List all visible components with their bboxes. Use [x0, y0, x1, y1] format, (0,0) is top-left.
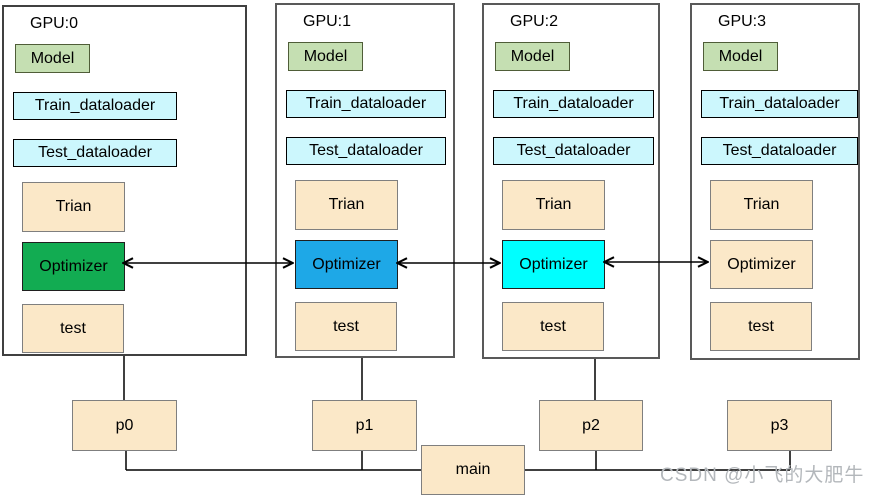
gpu2-title: GPU:2	[510, 13, 559, 30]
gpu3-test-box: test	[710, 302, 812, 351]
gpu1-train-dataloader-box: Train_dataloader	[286, 90, 446, 118]
process-p2-box: p2	[539, 400, 643, 451]
gpu2-train-dataloader-box: Train_dataloader	[493, 90, 654, 118]
gpu3-optimizer-box: Optimizer	[710, 240, 813, 289]
process-p1-box: p1	[312, 400, 417, 451]
gpu3-test-dataloader-box: Test_dataloader	[701, 137, 858, 165]
gpu0-test-box: test	[22, 304, 124, 353]
gpu2-model-box: Model	[495, 42, 570, 71]
gpu1-train-box: Trian	[295, 180, 398, 230]
gpu2-train-box: Trian	[502, 180, 605, 230]
gpu0-title: GPU:0	[30, 15, 79, 32]
gpu3-train-dataloader-box: Train_dataloader	[701, 90, 858, 118]
gpu3-train-box: Trian	[710, 180, 813, 230]
gpu2-optimizer-box: Optimizer	[502, 240, 605, 289]
gpu1-test-dataloader-box: Test_dataloader	[286, 137, 446, 165]
gpu1-panel: GPU:1 Model Train_dataloader Test_datalo…	[275, 3, 455, 358]
gpu0-train-dataloader-box: Train_dataloader	[13, 92, 177, 120]
gpu3-panel: GPU:3 Model Train_dataloader Test_datalo…	[690, 3, 860, 360]
gpu1-optimizer-box: Optimizer	[295, 240, 398, 289]
process-p3-box: p3	[727, 400, 832, 451]
process-p0-box: p0	[72, 400, 177, 451]
gpu2-test-dataloader-box: Test_dataloader	[493, 137, 654, 165]
gpu3-title: GPU:3	[718, 13, 767, 30]
gpu1-test-box: test	[295, 302, 397, 351]
gpu1-model-box: Model	[288, 42, 363, 71]
gpu0-model-box: Model	[15, 44, 90, 73]
gpu1-title: GPU:1	[303, 13, 352, 30]
gpu0-test-dataloader-box: Test_dataloader	[13, 139, 177, 167]
gpu2-test-box: test	[502, 302, 604, 351]
gpu3-model-box: Model	[703, 42, 778, 71]
gpu0-optimizer-box: Optimizer	[22, 242, 125, 291]
csdn-watermark: CSDN @小飞的大肥牛	[660, 465, 865, 486]
gpu2-panel: GPU:2 Model Train_dataloader Test_datalo…	[482, 3, 660, 359]
gpu0-panel: GPU:0 Model Train_dataloader Test_datalo…	[2, 5, 247, 356]
main-process-box: main	[421, 445, 525, 495]
gpu0-train-box: Trian	[22, 182, 125, 232]
